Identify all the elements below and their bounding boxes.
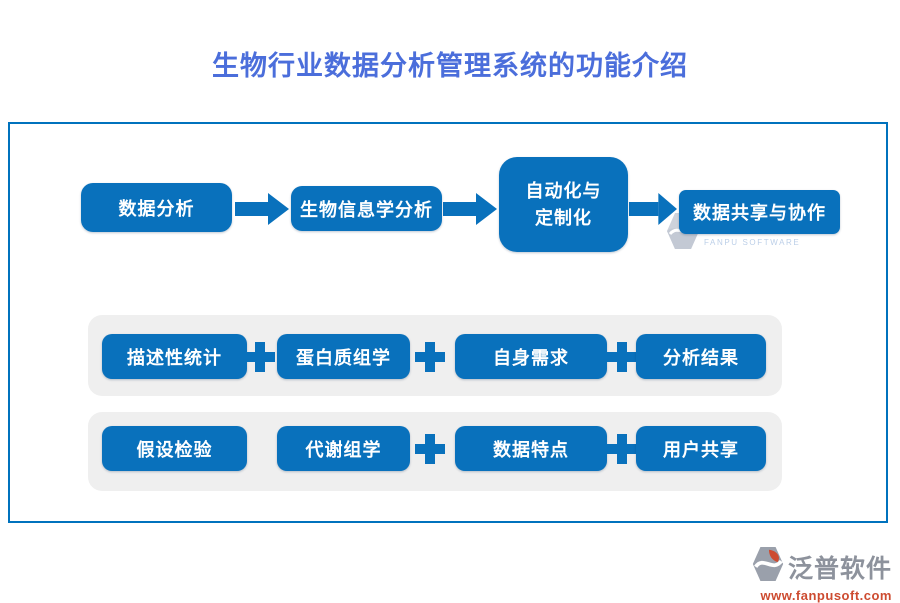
flow-step-data-analysis: 数据分析 xyxy=(81,183,232,232)
footer-logo: 泛普软件 www.fanpusoft.com xyxy=(751,546,892,603)
plus-icon xyxy=(245,342,275,372)
plus-icon xyxy=(415,342,445,372)
plus-icon xyxy=(607,434,637,464)
feature-own-needs: 自身需求 xyxy=(455,334,607,379)
feature-analysis-results: 分析结果 xyxy=(636,334,766,379)
flow-step-automation-customization: 自动化与 定制化 xyxy=(499,157,628,252)
arrow-right-icon xyxy=(235,193,289,225)
fanpu-logo-icon xyxy=(751,546,785,587)
feature-descriptive-statistics: 描述性统计 xyxy=(102,334,247,379)
feature-metabolomics: 代谢组学 xyxy=(277,426,410,471)
arrow-right-icon xyxy=(629,193,677,225)
footer-logo-url: www.fanpusoft.com xyxy=(760,588,892,603)
feature-row-1: 描述性统计 蛋白质组学 自身需求 分析结果 xyxy=(88,315,782,396)
page-title: 生物行业数据分析管理系统的功能介绍 xyxy=(212,51,688,81)
flow-step-data-sharing-collaboration: 数据共享与协作 xyxy=(679,190,840,234)
feature-hypothesis-testing: 假设检验 xyxy=(102,426,247,471)
arrow-right-icon xyxy=(443,193,497,225)
plus-icon xyxy=(415,434,445,464)
flow-step-bioinformatics: 生物信息学分析 xyxy=(291,186,442,231)
plus-icon xyxy=(607,342,637,372)
feature-user-sharing: 用户共享 xyxy=(636,426,766,471)
flow-step-line2: 定制化 xyxy=(535,207,592,228)
footer-logo-name: 泛普软件 xyxy=(787,554,892,583)
feature-data-characteristics: 数据特点 xyxy=(455,426,607,471)
flow-step-line1: 自动化与 xyxy=(525,180,602,201)
feature-proteomics: 蛋白质组学 xyxy=(277,334,410,379)
watermark-subname: FANPU SOFTWARE xyxy=(704,238,801,248)
feature-row-2: 假设检验 代谢组学 数据特点 用户共享 xyxy=(88,412,782,491)
diagram-panel: 泛普软件 FANPU SOFTWARE 数据分析 生物信息学分析 自动化与 定制… xyxy=(8,122,888,523)
